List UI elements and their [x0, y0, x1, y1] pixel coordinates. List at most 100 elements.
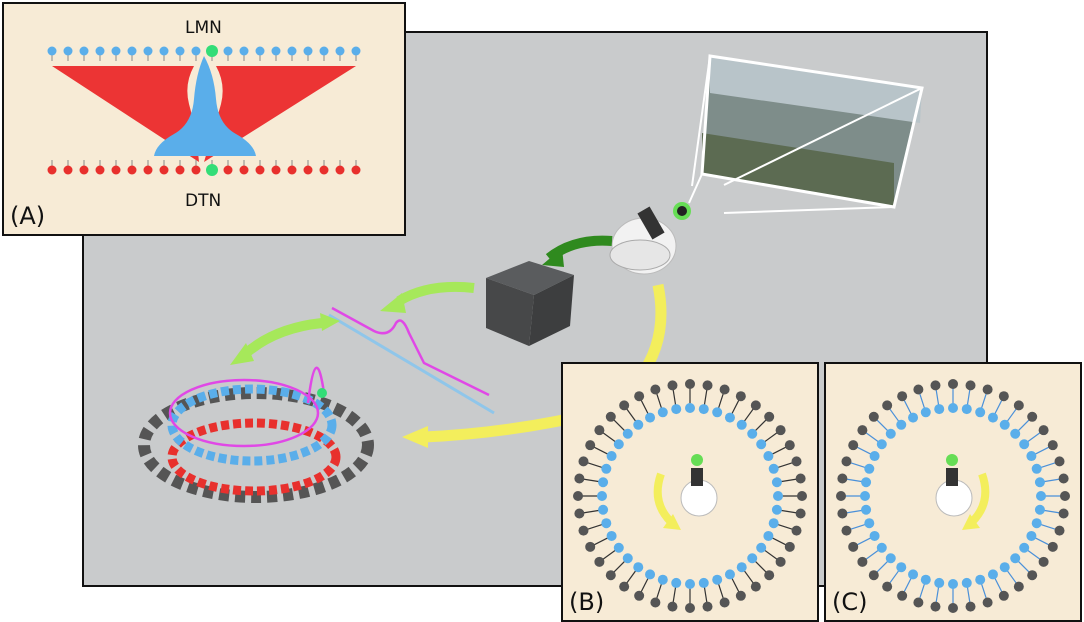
outer-neuron — [913, 384, 924, 395]
inner-neuron — [896, 562, 907, 573]
outer-neuron — [619, 400, 630, 411]
inner-neuron — [768, 463, 779, 474]
outer-neuron — [750, 400, 761, 411]
outer-neuron — [775, 425, 786, 436]
dtn-label: DTN — [185, 191, 222, 211]
inner-neuron — [601, 463, 612, 474]
active-node — [206, 164, 218, 176]
outer-neuron — [719, 384, 730, 395]
inner-neuron — [1031, 463, 1042, 474]
neuron-node — [47, 165, 57, 175]
outer-neuron — [605, 411, 616, 422]
inner-neuron — [598, 504, 609, 515]
neuron-node — [255, 165, 265, 175]
outer-neuron — [702, 601, 713, 612]
arrow-green-ring — [240, 318, 323, 359]
outer-neuron — [634, 391, 645, 402]
neuron-node — [239, 165, 249, 175]
outer-neuron — [882, 400, 893, 411]
inner-neuron — [771, 477, 782, 488]
outer-neuron — [650, 384, 661, 395]
neuron-node — [303, 46, 313, 56]
neuron-node — [159, 165, 169, 175]
inner-neuron — [736, 562, 747, 573]
neuron-node — [127, 165, 137, 175]
outer-neuron — [837, 473, 848, 484]
inner-neuron — [606, 451, 617, 462]
inner-neuron — [961, 577, 972, 588]
inner-neuron — [1026, 530, 1037, 541]
neuron-node — [351, 165, 361, 175]
inner-neuron — [987, 569, 998, 580]
outer-neuron — [1038, 425, 1049, 436]
outer-neuron — [667, 380, 678, 391]
inner-neuron — [685, 579, 695, 589]
outer-neuron — [897, 590, 908, 601]
panel-c: (C) — [824, 362, 1082, 622]
outer-neuron — [585, 541, 596, 552]
outer-neuron — [848, 541, 859, 552]
robot-icon — [935, 454, 973, 517]
outer-neuron — [837, 508, 848, 519]
outer-neuron — [1013, 581, 1024, 592]
inner-neuron — [747, 428, 758, 439]
inner-neuron — [1010, 553, 1021, 564]
outer-neuron — [965, 380, 976, 391]
outer-neuron — [735, 590, 746, 601]
outer-neuron — [982, 384, 993, 395]
inner-neuron — [633, 419, 644, 430]
camera-frustum-icon — [688, 54, 924, 214]
outer-neuron — [594, 425, 605, 436]
inner-neuron — [920, 407, 931, 418]
outer-neuron — [1060, 491, 1070, 501]
inner-neuron — [645, 412, 656, 423]
inner-neuron — [920, 574, 931, 585]
neuron-node — [239, 46, 249, 56]
neuron-node — [47, 46, 57, 56]
panel-b-letter: (B) — [569, 588, 605, 616]
inner-neuron — [1036, 491, 1046, 501]
cube-icon — [486, 261, 574, 346]
outer-neuron — [685, 603, 695, 613]
outer-neuron — [868, 570, 879, 581]
inner-neuron — [987, 412, 998, 423]
inner-neuron — [657, 574, 668, 585]
neuron-node — [223, 165, 233, 175]
neuron-node — [319, 165, 329, 175]
neuron-node — [95, 165, 105, 175]
inner-neuron — [671, 577, 682, 588]
outer-neuron — [882, 581, 893, 592]
inner-neuron — [724, 412, 735, 423]
outer-neuron — [619, 581, 630, 592]
outer-neuron — [1027, 411, 1038, 422]
scene-panel — [82, 31, 988, 587]
inhibitory-wedge-left — [52, 66, 199, 162]
inner-neuron — [861, 477, 872, 488]
outer-neuron — [574, 508, 585, 519]
neuron-node — [143, 165, 153, 175]
inner-neuron — [999, 419, 1010, 430]
outer-neuron — [605, 570, 616, 581]
outer-neuron — [913, 597, 924, 608]
outer-neuron — [857, 425, 868, 436]
inner-neuron — [860, 491, 870, 501]
rotation-arrow-b — [653, 472, 674, 525]
panel-b: (B) — [561, 362, 819, 622]
inner-neuron — [597, 491, 607, 501]
neuron-node — [111, 46, 121, 56]
outer-neuron — [764, 570, 775, 581]
inner-neuron — [885, 428, 896, 439]
inner-neuron — [622, 428, 633, 439]
outer-neuron — [594, 556, 605, 567]
inner-neuron — [645, 569, 656, 580]
neuron-node — [319, 46, 329, 56]
inner-neuron — [657, 407, 668, 418]
outer-neuron — [784, 541, 795, 552]
inner-neuron — [1019, 542, 1030, 553]
rotation-arrow-c — [969, 472, 990, 525]
neuron-ring-icon — [138, 366, 374, 503]
lmn-node-row — [47, 45, 361, 61]
outer-neuron — [775, 556, 786, 567]
inner-neuron — [961, 404, 972, 415]
active-node — [206, 45, 218, 57]
